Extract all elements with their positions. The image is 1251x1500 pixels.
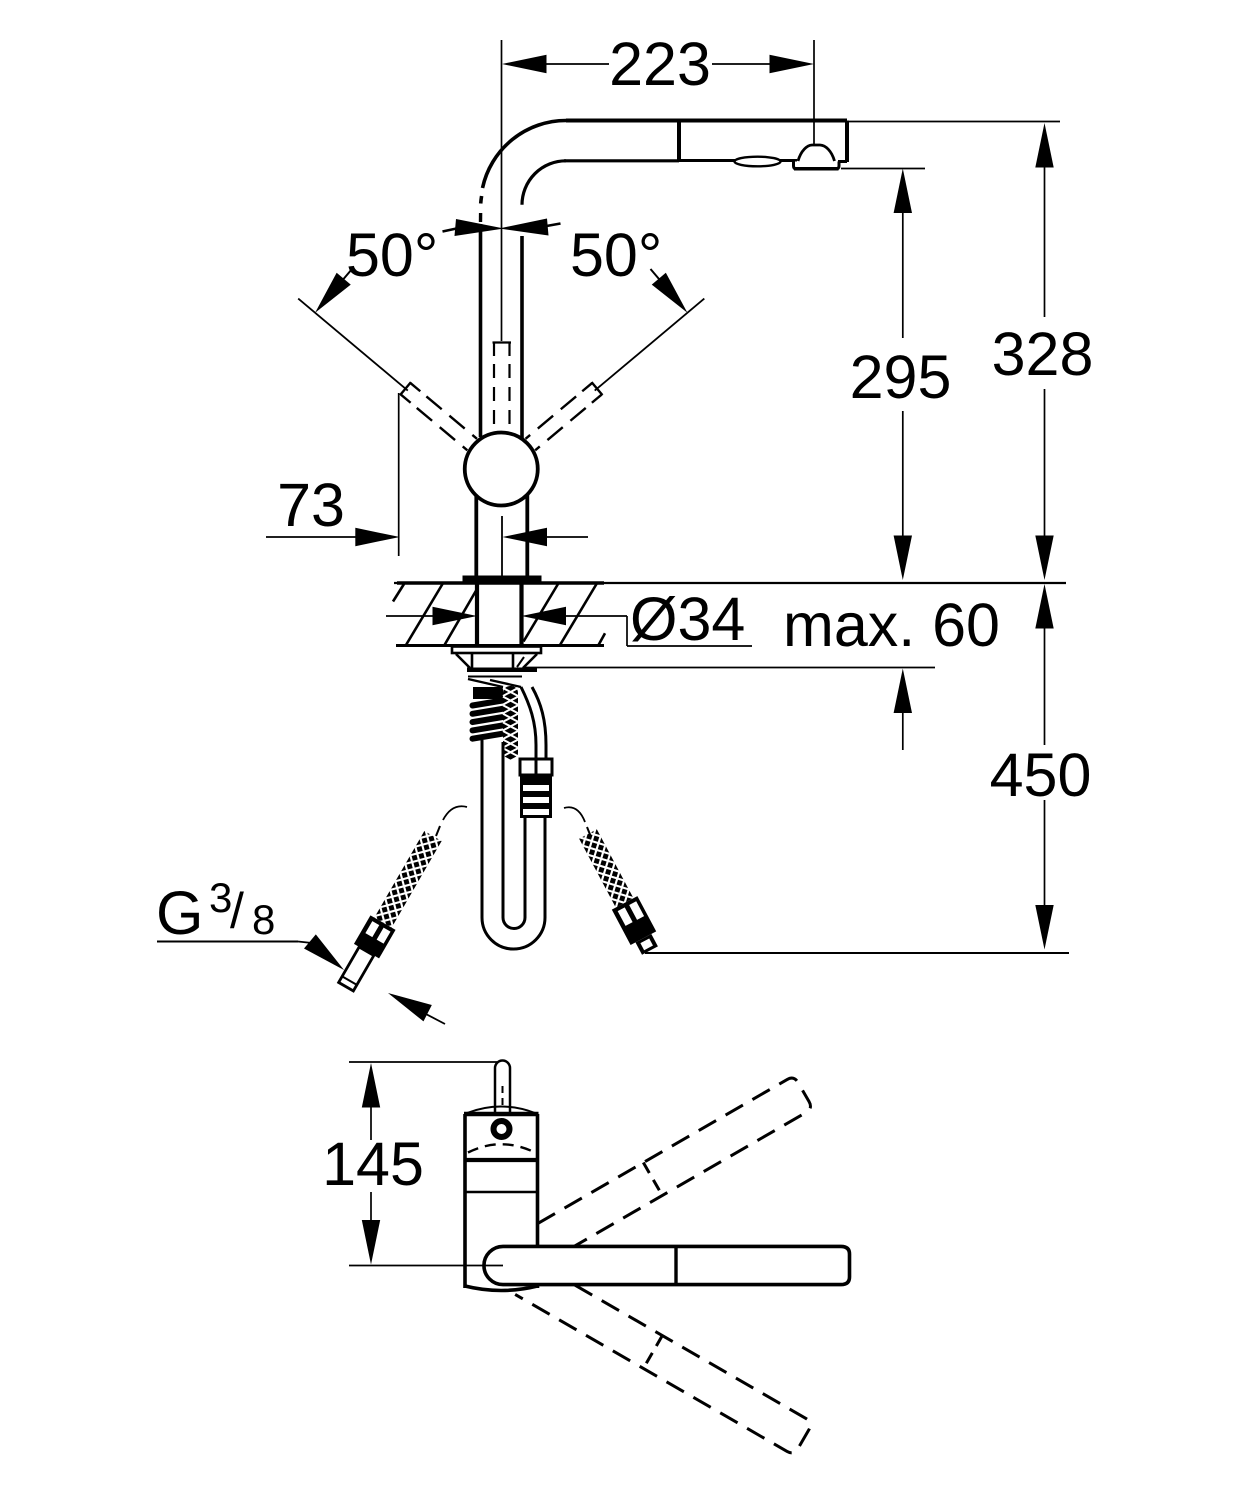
svg-text:/: / bbox=[230, 883, 244, 939]
svg-text:73: 73 bbox=[277, 471, 345, 539]
svg-text:223: 223 bbox=[609, 30, 711, 98]
svg-text:G: G bbox=[156, 879, 203, 947]
svg-text:328: 328 bbox=[992, 320, 1094, 388]
svg-text:3: 3 bbox=[209, 874, 232, 921]
svg-text:50°: 50° bbox=[570, 221, 662, 289]
svg-text:145: 145 bbox=[322, 1130, 424, 1198]
svg-text:max. 60: max. 60 bbox=[783, 591, 1000, 659]
svg-text:Ø34: Ø34 bbox=[630, 585, 745, 653]
svg-text:450: 450 bbox=[990, 741, 1092, 809]
svg-text:295: 295 bbox=[850, 343, 952, 411]
svg-text:8: 8 bbox=[252, 896, 275, 943]
svg-text:50°: 50° bbox=[346, 221, 438, 289]
